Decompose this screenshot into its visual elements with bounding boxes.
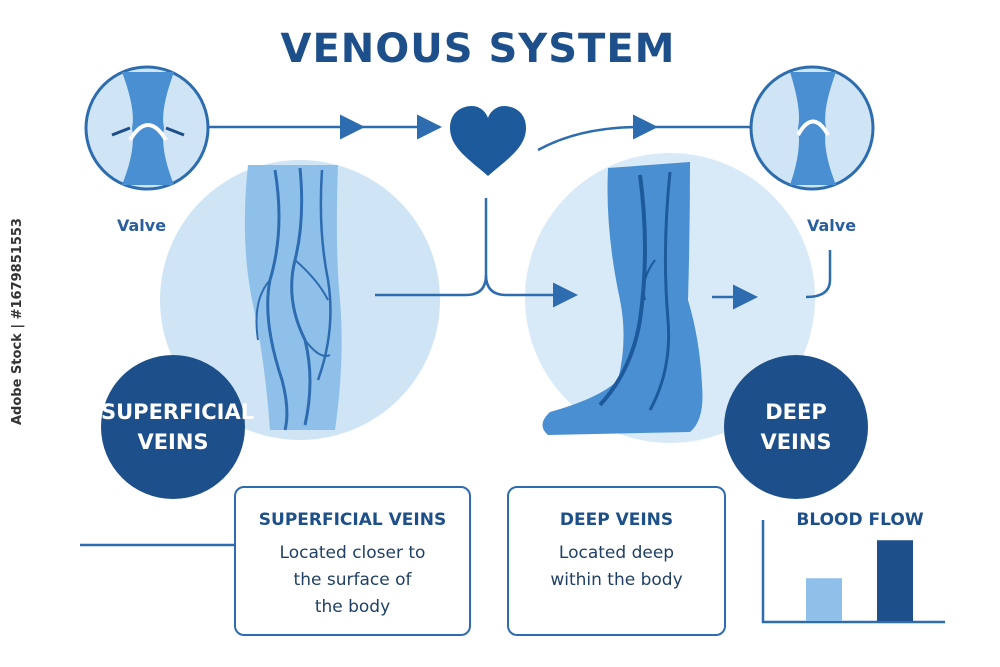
blood-flow-bar-2 <box>877 540 913 621</box>
superficial-badge: SUPERFICIAL VEINS <box>101 397 255 457</box>
watermark: Adobe Stock | #1679851553 <box>10 218 25 425</box>
deep-desc-line-2: within the body <box>550 570 683 590</box>
deep-box-title: DEEP VEINS <box>559 510 674 530</box>
deep-info-box: DEEP VEINS Located deep within the body <box>507 486 726 636</box>
superficial-desc-line-3: the body <box>314 597 391 617</box>
right-valve-illustration <box>749 65 875 191</box>
deep-badge-line-1: DEEP <box>765 400 827 424</box>
superficial-info-box: SUPERFICIAL VEINS Located closer to the … <box>234 486 471 636</box>
superficial-badge-circle <box>101 355 245 499</box>
deep-badge-line-2: VEINS <box>760 430 832 454</box>
left-valve-label: Valve <box>117 216 167 235</box>
superficial-badge-line-2: VEINS <box>137 430 209 454</box>
page-title: VENOUS SYSTEM <box>280 26 676 72</box>
right-valve-label: Valve <box>807 216 857 235</box>
blood-flow-bar-1 <box>806 578 842 621</box>
superficial-desc-line-1: Located closer to <box>279 543 426 563</box>
blood-flow-axes <box>761 520 945 624</box>
deep-badge: DEEP VEINS <box>724 397 868 457</box>
blood-flow-title: BLOOD FLOW <box>796 510 924 530</box>
left-valve-illustration <box>84 65 210 191</box>
flow-connector-right <box>805 250 832 299</box>
deep-leg-illustration <box>542 162 703 435</box>
superficial-leg-illustration <box>244 165 342 431</box>
superficial-box-title: SUPERFICIAL VEINS <box>258 510 447 530</box>
superficial-box-desc: Located closer to the surface of the bod… <box>236 540 469 621</box>
deep-box-desc: Located deep within the body <box>509 540 724 594</box>
flow-arrow-top-right <box>537 125 750 152</box>
deep-desc-line-1: Located deep <box>558 543 675 563</box>
heart-icon <box>450 106 526 176</box>
superficial-desc-line-2: the surface of <box>293 570 412 590</box>
superficial-badge-line-1: SUPERFICIAL <box>101 400 255 424</box>
deep-badge-circle <box>724 355 868 499</box>
